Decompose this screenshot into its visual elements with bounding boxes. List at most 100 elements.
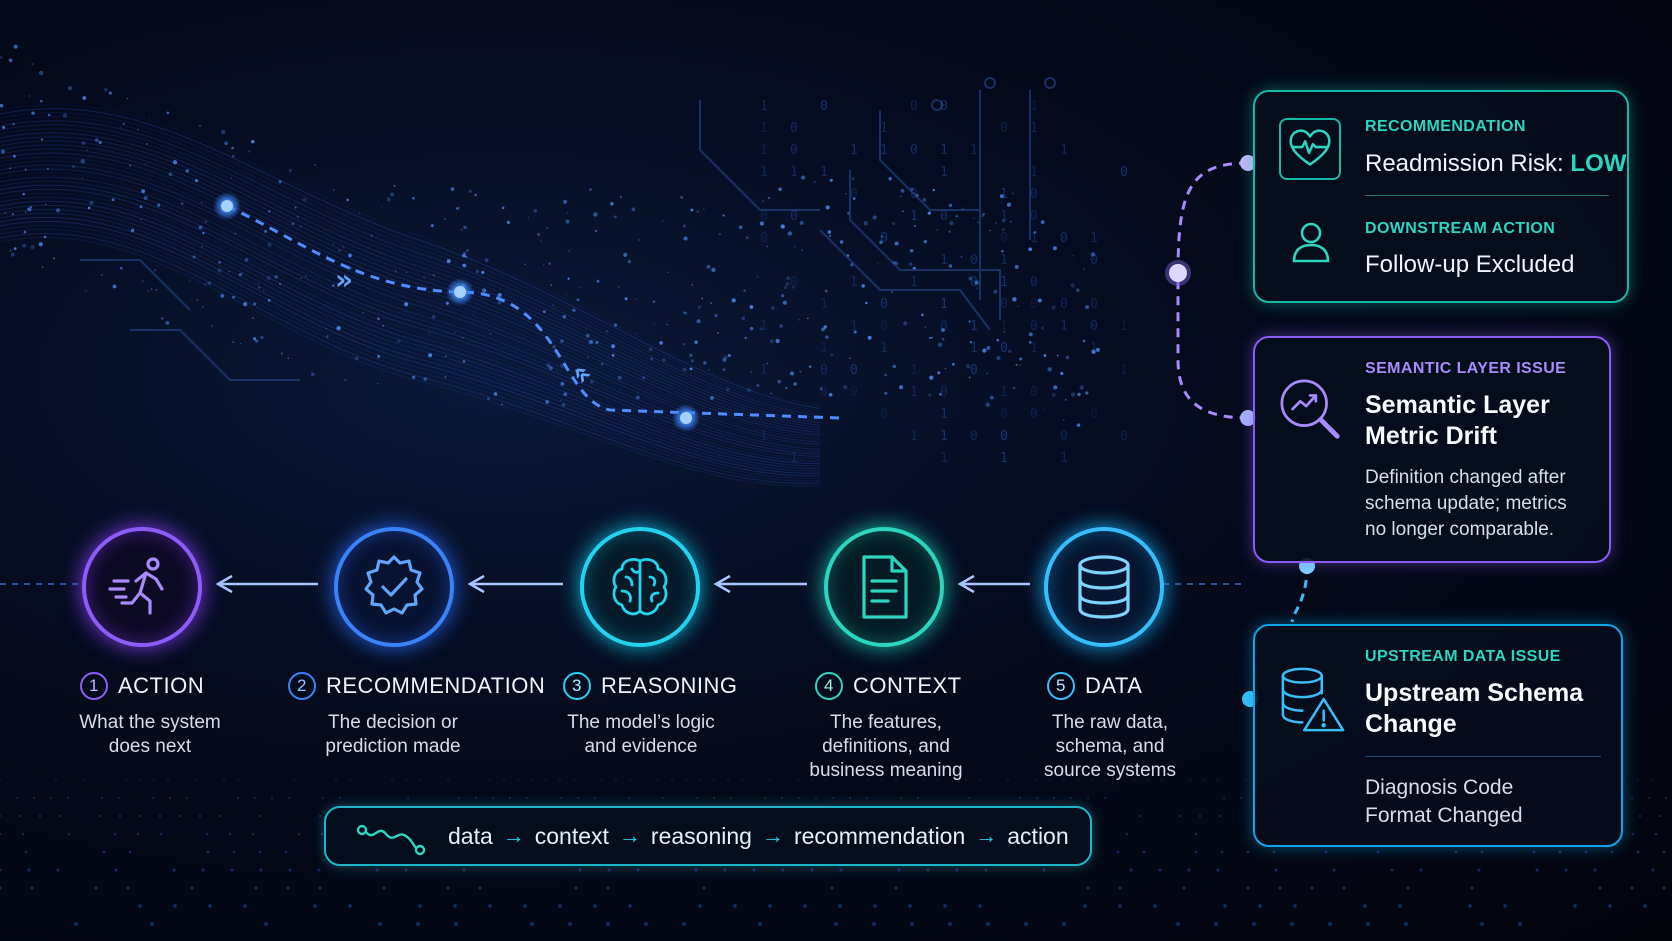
- flow-summary-pill: data → context → reasoning → recommendat…: [324, 806, 1092, 866]
- svg-text:1: 1: [910, 363, 918, 378]
- card-divider: [1365, 756, 1601, 757]
- step-number: 3: [563, 672, 591, 700]
- upstream-title: Upstream Schema Change: [1365, 678, 1583, 740]
- flow-step: recommendation: [793, 822, 966, 849]
- downstream-action-eyebrow: DOWNSTREAM ACTION: [1365, 220, 1556, 237]
- svg-text:0: 0: [1000, 231, 1008, 246]
- svg-text:0: 0: [820, 99, 828, 114]
- svg-text:1: 1: [1120, 319, 1128, 334]
- svg-text:0: 0: [1120, 165, 1128, 180]
- stage-recommendation-circle[interactable]: [334, 527, 454, 647]
- desc-line: The decision or: [328, 712, 458, 733]
- svg-text:1: 1: [1030, 231, 1038, 246]
- stage-desc-data: The raw data, schema, and source systems: [1020, 711, 1200, 783]
- svg-text:1: 1: [760, 99, 768, 114]
- svg-text:0: 0: [1030, 275, 1038, 290]
- stage-action-circle[interactable]: [82, 527, 202, 647]
- downstream-action-text: Follow-up Excluded: [1365, 251, 1575, 278]
- svg-text:0: 0: [1030, 187, 1038, 202]
- svg-text:0: 0: [1000, 297, 1008, 312]
- svg-text:1: 1: [1000, 451, 1008, 466]
- svg-text:1: 1: [820, 297, 828, 312]
- stage-title: REASONING: [601, 673, 738, 698]
- stage-title: RECOMMENDATION: [326, 673, 546, 698]
- svg-text:0: 0: [970, 363, 978, 378]
- stage-desc-reasoning: The model’s logic and evidence: [551, 711, 731, 759]
- svg-text:1: 1: [880, 143, 888, 158]
- svg-text:0: 0: [1090, 407, 1098, 422]
- svg-text:0: 0: [1090, 253, 1098, 268]
- svg-text:1: 1: [970, 341, 978, 356]
- stage-label-action: 1 ACTION: [80, 672, 204, 700]
- title-line: Upstream Schema: [1365, 679, 1584, 707]
- svg-text:1: 1: [760, 121, 768, 136]
- svg-text:1: 1: [910, 209, 918, 224]
- svg-text:1: 1: [760, 363, 768, 378]
- desc-line: and evidence: [584, 736, 698, 757]
- svg-text:0: 0: [760, 231, 768, 246]
- flow-step: context: [534, 822, 609, 849]
- step-number: 2: [288, 672, 316, 700]
- svg-text:1: 1: [970, 143, 978, 158]
- svg-text:0: 0: [910, 143, 918, 158]
- svg-text:0: 0: [1030, 297, 1038, 312]
- svg-text:0: 0: [790, 121, 798, 136]
- svg-text:1: 1: [1000, 319, 1008, 334]
- semantic-eyebrow: SEMANTIC LAYER ISSUE: [1365, 360, 1567, 377]
- body-line: no longer comparable.: [1365, 519, 1555, 540]
- svg-text:1: 1: [940, 253, 948, 268]
- svg-text:0: 0: [970, 429, 978, 444]
- stage-label-context: 4 CONTEXT: [815, 672, 962, 700]
- svg-text:1: 1: [760, 143, 768, 158]
- semantic-title: Semantic Layer Metric Drift: [1365, 390, 1550, 452]
- desc-line: What the system: [79, 712, 221, 733]
- flow-step: action: [1007, 822, 1069, 849]
- stage-title: ACTION: [118, 673, 205, 698]
- desc-line: The raw data,: [1051, 712, 1169, 733]
- svg-text:1: 1: [850, 319, 858, 334]
- svg-text:0: 0: [940, 209, 948, 224]
- svg-text:0: 0: [940, 385, 948, 400]
- body-line: Diagnosis Code: [1365, 776, 1514, 799]
- stage-reasoning-circle[interactable]: [580, 527, 700, 647]
- svg-text:1: 1: [820, 165, 828, 180]
- upstream-data-card[interactable]: UPSTREAM DATA ISSUE Upstream Schema Chan…: [1253, 624, 1623, 847]
- svg-text:0: 0: [850, 363, 858, 378]
- stage-label-reasoning: 3 REASONING: [563, 672, 738, 700]
- recommendation-card[interactable]: RECOMMENDATION Readmission Risk: LOW DOW…: [1253, 90, 1629, 303]
- user-icon: [1291, 220, 1331, 269]
- svg-text:0: 0: [1060, 231, 1068, 246]
- flow-arrow: →: [761, 823, 784, 848]
- svg-text:0: 0: [970, 253, 978, 268]
- svg-text:1: 1: [1000, 385, 1008, 400]
- svg-text:0: 0: [1090, 319, 1098, 334]
- svg-text:0: 0: [970, 275, 978, 290]
- pipeline-icon: [356, 824, 426, 856]
- svg-text:1: 1: [760, 319, 768, 334]
- checkmark-badge-icon: [364, 555, 424, 615]
- upstream-body: Diagnosis Code Format Changed: [1365, 774, 1523, 830]
- flow-arrow: →: [502, 823, 525, 848]
- stage-title: DATA: [1085, 673, 1143, 698]
- svg-text:1: 1: [790, 451, 798, 466]
- semantic-layer-card[interactable]: SEMANTIC LAYER ISSUE Semantic Layer Metr…: [1253, 336, 1611, 563]
- svg-text:1: 1: [820, 341, 828, 356]
- title-line: Metric Drift: [1365, 422, 1497, 450]
- title-line: Change: [1365, 710, 1457, 738]
- svg-text:1: 1: [940, 429, 948, 444]
- svg-text:1: 1: [1000, 275, 1008, 290]
- svg-text:1: 1: [850, 275, 858, 290]
- semantic-body: Definition changed after schema update; …: [1365, 465, 1567, 543]
- svg-text:0: 0: [880, 407, 888, 422]
- stage-data-circle[interactable]: [1044, 527, 1164, 647]
- stage-label-recommendation: 2 RECOMMENDATION: [288, 672, 545, 700]
- svg-text:0: 0: [880, 297, 888, 312]
- stage-context-circle[interactable]: [824, 527, 944, 647]
- svg-text:0: 0: [1090, 297, 1098, 312]
- magnifier-trend-icon: [1277, 376, 1345, 449]
- svg-text:0: 0: [790, 209, 798, 224]
- svg-text:1: 1: [910, 385, 918, 400]
- heart-monitor-icon: [1279, 118, 1341, 180]
- stage-desc-context: The features, definitions, and business …: [796, 711, 976, 783]
- svg-text:1: 1: [880, 341, 888, 356]
